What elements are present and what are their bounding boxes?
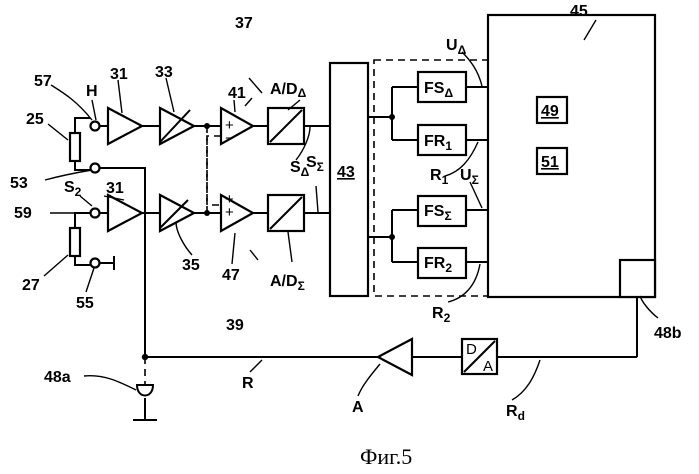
leader-33 — [166, 78, 174, 112]
figure-caption: Фиг.5 — [360, 444, 412, 469]
terminal-57 — [91, 122, 100, 131]
leader-ad-sigma — [288, 232, 292, 262]
label-45: 45 — [570, 3, 588, 20]
terminal-53 — [91, 164, 100, 173]
label-da-D: D — [466, 341, 477, 358]
label-51: 51 — [541, 154, 559, 171]
label-43: 43 — [337, 164, 355, 181]
label-R1: R1 — [430, 167, 449, 187]
cross-link-sigma-to-delta — [207, 136, 221, 213]
label-31-lower: 31 — [106, 180, 124, 197]
processor-45 — [488, 15, 655, 297]
arrow-39 — [250, 250, 258, 260]
label-57: 57 — [34, 73, 52, 90]
sensor-27 — [70, 213, 90, 265]
leader-S-sigma — [316, 186, 318, 212]
leader-S2 — [80, 196, 92, 206]
leader-48b — [640, 296, 658, 318]
amplifier-A — [378, 339, 412, 375]
svg-text:−: − — [225, 130, 234, 147]
label-R2: R2 — [432, 305, 451, 325]
leader-Rd — [512, 360, 540, 400]
label-48a: 48a — [44, 369, 71, 386]
terminal-55 — [91, 259, 100, 268]
label-35: 35 — [182, 257, 200, 274]
ground-48a-plug — [137, 385, 153, 396]
amplifier-31-upper — [108, 108, 142, 144]
label-Rd: Rd — [506, 403, 525, 423]
leader-55 — [86, 268, 94, 292]
ground-55 — [100, 256, 114, 270]
cross-link-delta-to-sigma — [207, 126, 221, 205]
label-R: R — [242, 375, 254, 392]
leader-A — [358, 364, 380, 396]
label-39: 39 — [226, 317, 244, 334]
label-53: 53 — [10, 175, 28, 192]
port-48b — [620, 260, 655, 297]
label-A: A — [352, 399, 364, 416]
arrow-37 — [245, 98, 252, 106]
leader-37 — [249, 78, 262, 93]
svg-text:+: + — [225, 191, 234, 208]
label-25: 25 — [26, 111, 44, 128]
label-31-upper: 31 — [110, 66, 128, 83]
label-59: 59 — [14, 205, 32, 222]
label-ad-delta: A/DΔ — [270, 81, 307, 100]
leader-47 — [232, 233, 235, 264]
label-27: 27 — [22, 277, 40, 294]
label-H: H — [86, 83, 98, 100]
label-41: 41 — [228, 85, 246, 102]
leader-48a — [84, 376, 136, 390]
label-33: 33 — [155, 64, 173, 81]
leader-25 — [48, 124, 68, 140]
label-37: 37 — [235, 15, 253, 32]
label-48b: 48b — [654, 325, 682, 342]
amplifier-31-lower — [108, 195, 142, 231]
label-U-delta: UΔ — [446, 37, 467, 57]
sensor-25 — [70, 118, 92, 170]
leader-27 — [44, 255, 68, 276]
leader-35 — [176, 222, 192, 255]
label-da-A: A — [483, 358, 493, 375]
leader-H — [92, 100, 96, 120]
label-ad-sigma: A/DΣ — [270, 273, 305, 293]
leader-R — [250, 360, 262, 372]
amplifier-33 — [160, 108, 194, 144]
label-S2: S2 — [64, 179, 82, 199]
label-55: 55 — [76, 295, 94, 312]
label-U-sigma: UΣ — [460, 167, 479, 187]
leader-31-upper — [118, 80, 122, 113]
label-47: 47 — [222, 267, 240, 284]
terminal-59 — [91, 209, 100, 218]
label-49: 49 — [541, 103, 559, 120]
